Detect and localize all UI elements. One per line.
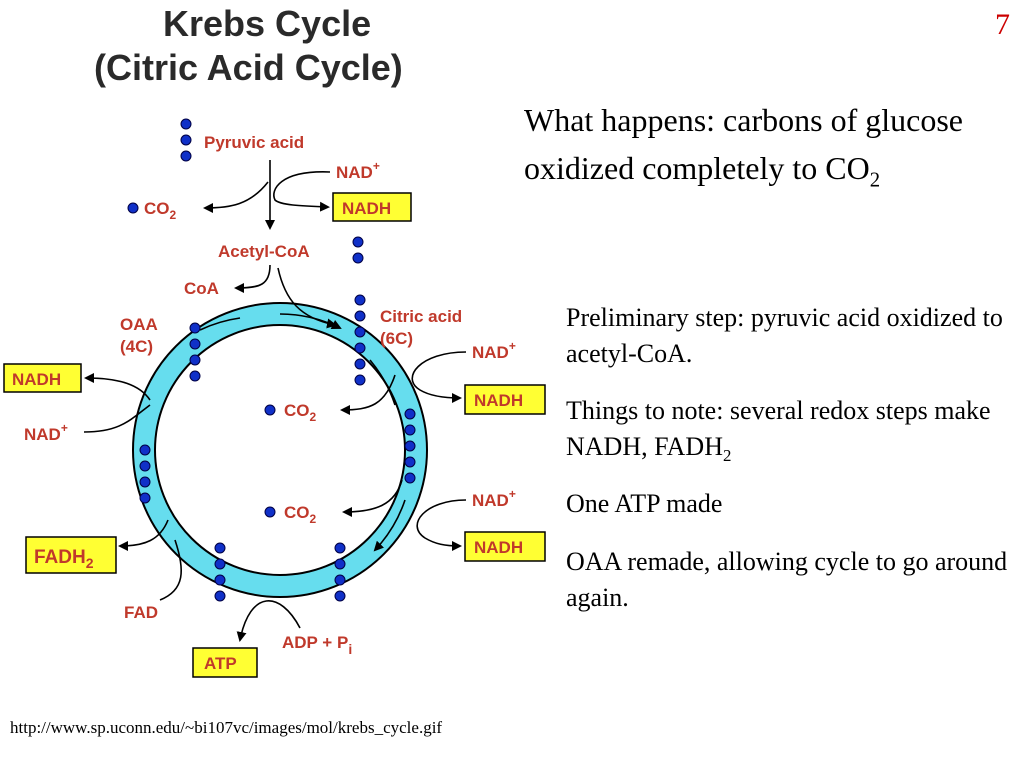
nad-label-left: NAD+	[24, 421, 68, 444]
atp-box	[192, 647, 258, 678]
fumarate-molecule	[214, 542, 226, 602]
diagram-title-line2: (Citric Acid Cycle)	[94, 47, 403, 88]
arrow-fadh2-out	[118, 519, 169, 551]
arrow-co2-out-lower	[342, 479, 403, 517]
nad-label-top: NAD+	[336, 159, 380, 182]
fad-label: FAD	[124, 603, 158, 622]
six-carbon-label: (6C)	[380, 329, 413, 348]
acetyl-coa-label: Acetyl-CoA	[218, 242, 310, 261]
nadh-box-top	[332, 192, 412, 222]
pyruvic-acid-label: Pyruvic acid	[204, 133, 304, 152]
nadh-label-right-1: NADH	[474, 391, 523, 410]
arrow-nad-right-2	[416, 499, 467, 551]
citric-acid-molecule	[354, 294, 366, 386]
malate-molecule	[139, 444, 151, 504]
nad-label-right-1: NAD+	[472, 339, 516, 362]
arrow-adp-to-atp	[236, 600, 301, 642]
main-text: What happens: carbons of glucose oxidize…	[524, 96, 1014, 204]
co2-molecule-middle	[264, 404, 276, 416]
citric-acid-label: Citric acid	[380, 307, 462, 326]
note-text: Preliminary step: pyruvic acid oxidized …	[566, 303, 1003, 368]
main-text-body: What happens: carbons of glucose oxidize…	[524, 102, 963, 186]
main-text-subscript: 2	[869, 168, 881, 192]
co2-molecule-top	[127, 202, 139, 214]
adp-label: ADP + Pi	[282, 633, 352, 657]
source-url[interactable]: http://www.sp.uconn.edu/~bi107vc/images/…	[10, 718, 443, 737]
arrow-co2-out-top	[203, 181, 269, 213]
note-text: Things to note: several redox steps make…	[566, 396, 991, 462]
arrow-nadh-out-left	[84, 373, 151, 401]
nadh-label-right-2: NADH	[474, 538, 523, 557]
co2-label-top: CO2	[144, 199, 177, 222]
four-carbon-label: (4C)	[120, 337, 153, 356]
note-item: Things to note: several redox steps make…	[566, 393, 1016, 474]
arrow-nad-in-left	[83, 404, 151, 433]
oaa-label: OAA	[120, 315, 158, 334]
nadh-box-left	[3, 363, 82, 393]
note-item: OAA remade, allowing cycle to go around …	[566, 544, 1016, 625]
note-text: OAA remade, allowing cycle to go around …	[566, 546, 1008, 612]
succinate-molecule	[334, 542, 346, 602]
note-item: Preliminary step: pyruvic acid oxidized …	[566, 300, 1016, 381]
coa-label: CoA	[184, 279, 219, 298]
arrow-nad-in-top	[273, 171, 331, 212]
arrow-fad-in	[159, 539, 182, 601]
diagram-title-line1: Krebs Cycle	[163, 3, 371, 44]
krebs-cycle-diagram: Krebs Cycle (Citric Acid Cycle) Pyruvic …	[3, 3, 546, 678]
page-number: 7	[995, 8, 1010, 41]
nadh-label-left: NADH	[12, 370, 61, 389]
arrow-coa-out	[234, 264, 271, 293]
acetyl-coa-molecule	[352, 236, 364, 264]
nadh-label-top: NADH	[342, 199, 391, 218]
co2-label-lower: CO2	[284, 503, 317, 526]
arrow-nad-right-1	[411, 351, 467, 403]
co2-label-middle: CO2	[284, 401, 317, 424]
arrow-co2-out-middle	[340, 374, 396, 415]
alpha-ketoglutarate-molecule	[404, 408, 416, 484]
fadh2-label: FADH2	[34, 547, 94, 571]
note-subscript: 2	[722, 446, 732, 466]
arrow-acetyl-into-cycle	[277, 267, 337, 329]
notes-list: Preliminary step: pyruvic acid oxidized …	[566, 300, 1016, 637]
note-item: One ATP made	[566, 486, 1016, 531]
oaa-molecule	[189, 322, 201, 382]
cycle-ring	[132, 302, 428, 598]
pyruvic-acid-molecule	[180, 118, 192, 162]
nadh-box-right-2	[464, 531, 546, 562]
fadh2-box	[25, 536, 117, 574]
nad-label-right-2: NAD+	[472, 487, 516, 510]
nadh-box-right-1	[464, 384, 546, 415]
atp-label: ATP	[204, 654, 237, 673]
note-text: One ATP made	[566, 489, 723, 519]
co2-molecule-lower	[264, 506, 276, 518]
